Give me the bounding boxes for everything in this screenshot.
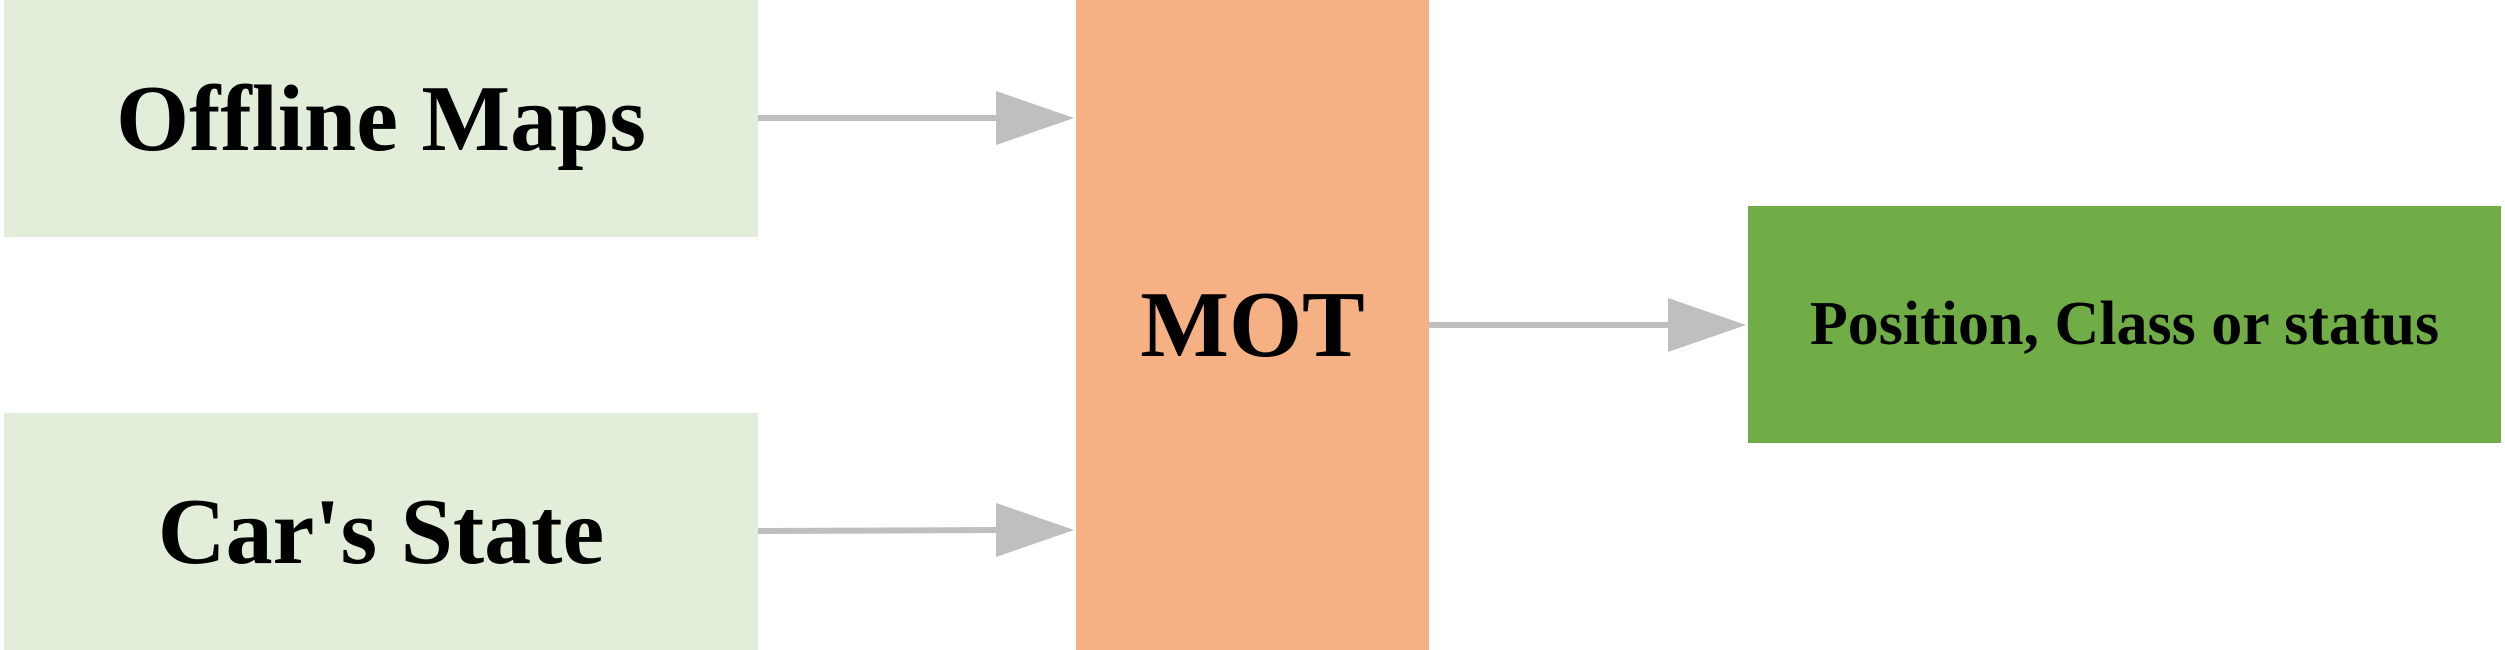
cars-state-box: Car's State [4, 413, 758, 650]
offline-maps-label: Offline Maps [115, 66, 647, 171]
arrow-cars-state-to-mot [757, 503, 1074, 557]
mot-label: MOT [1140, 273, 1365, 377]
cars-state-label: Car's State [157, 479, 605, 584]
arrow-offline-maps-to-mot [758, 91, 1074, 145]
mot-box: MOT [1076, 0, 1429, 650]
arrow-mot-to-output [1429, 298, 1746, 352]
output-box: Position, Class or status [1748, 206, 2501, 443]
output-label: Position, Class or status [1809, 290, 2440, 358]
offline-maps-box: Offline Maps [4, 0, 758, 237]
